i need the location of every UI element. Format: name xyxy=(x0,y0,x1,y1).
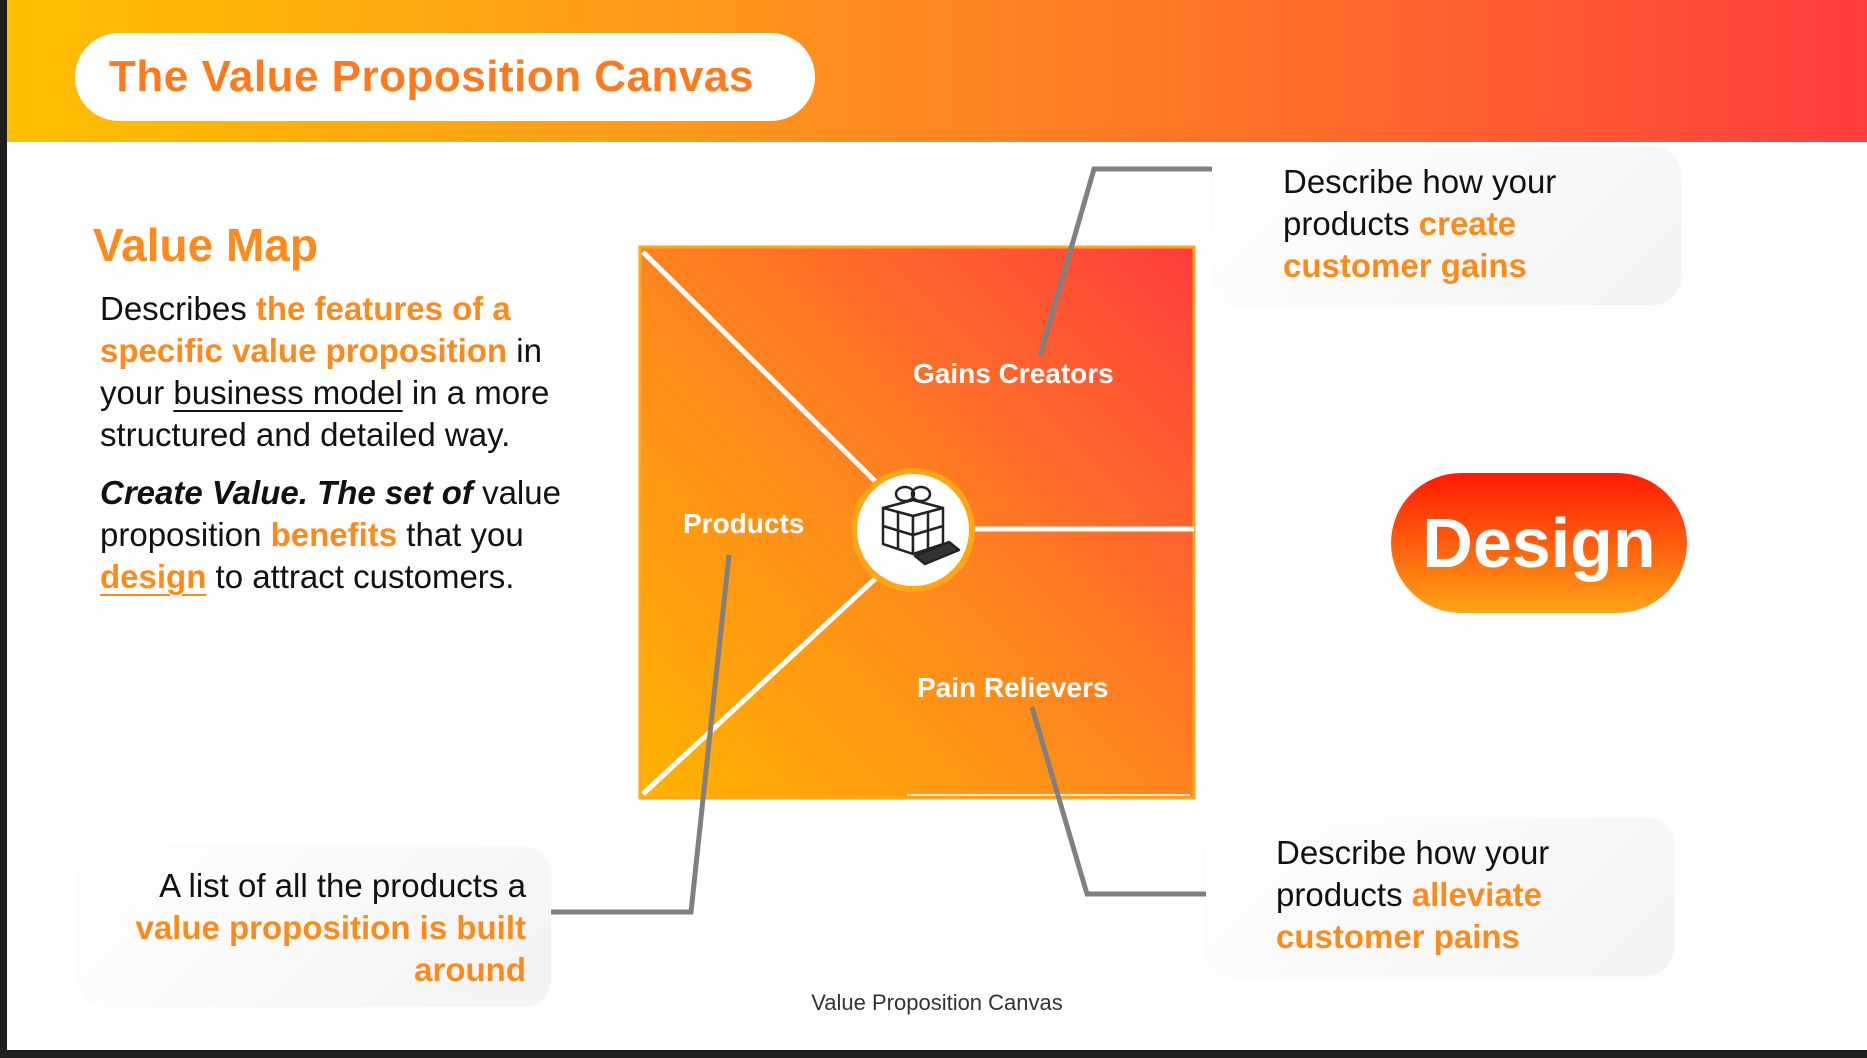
connector-line-products xyxy=(549,554,732,915)
value-map-description: Describes the features of a specific val… xyxy=(100,288,570,614)
connector-line-gains xyxy=(1037,166,1212,357)
value-map-heading: Value Map xyxy=(93,219,318,271)
header-banner: The Value Proposition Canvas xyxy=(7,0,1867,142)
page-title: The Value Proposition Canvas xyxy=(109,52,754,101)
slide-caption: Value Proposition Canvas xyxy=(811,990,1063,1015)
text-span: Describe how your products xyxy=(1276,834,1550,913)
text-span: that you xyxy=(397,516,524,553)
products-callout-text: A list of all the products a value propo… xyxy=(106,865,526,991)
highlight-text: benefits xyxy=(270,516,398,553)
design-badge: Design xyxy=(1391,473,1687,613)
underlined-text: business model xyxy=(173,374,403,411)
text-span: to attract customers. xyxy=(206,558,515,595)
title-pill: The Value Proposition Canvas xyxy=(75,33,815,121)
emphasis-text: Create Value. The set of xyxy=(100,474,473,511)
gains-callout: Describe how your products create custom… xyxy=(1213,147,1681,305)
pains-callout-text: Describe how your products alleviate cus… xyxy=(1276,832,1616,958)
gains-creators-label: Gains Creators xyxy=(913,358,1114,389)
text-span: in a more structured and detailed way. xyxy=(100,374,550,453)
products-callout: A list of all the products a value propo… xyxy=(79,847,551,1007)
text-span: Describes xyxy=(100,290,256,327)
highlight-text: the features of a specific value proposi… xyxy=(100,290,511,369)
text-span: Describe how your products xyxy=(1283,163,1557,242)
pains-callout: Describe how your products alleviate cus… xyxy=(1206,818,1674,976)
highlight-text: alleviate customer pains xyxy=(1276,876,1543,955)
value-map-paragraph-2: Create Value. The set of value propositi… xyxy=(100,472,570,598)
text-span: value proposition xyxy=(100,474,561,553)
connector-line-pains xyxy=(1029,706,1206,897)
slide: The Value Proposition Canvas Value Map D… xyxy=(7,0,1867,1050)
highlight-underlined-text: design xyxy=(100,558,207,595)
text-span: A list of all the products a xyxy=(159,867,526,904)
products-label: Products xyxy=(683,508,805,539)
divider-line xyxy=(641,250,878,484)
highlight-text: create customer gains xyxy=(1283,205,1527,284)
text-span: in your xyxy=(100,332,542,411)
highlight-text: value proposition is built around xyxy=(135,909,526,988)
design-badge-text: Design xyxy=(1422,504,1656,582)
divider-line xyxy=(641,576,878,796)
value-map-paragraph-1: Describes the features of a specific val… xyxy=(100,288,570,456)
gift-box-icon xyxy=(881,485,961,566)
gains-callout-text: Describe how your products create custom… xyxy=(1283,161,1613,287)
pain-relievers-label: Pain Relievers xyxy=(917,672,1109,703)
